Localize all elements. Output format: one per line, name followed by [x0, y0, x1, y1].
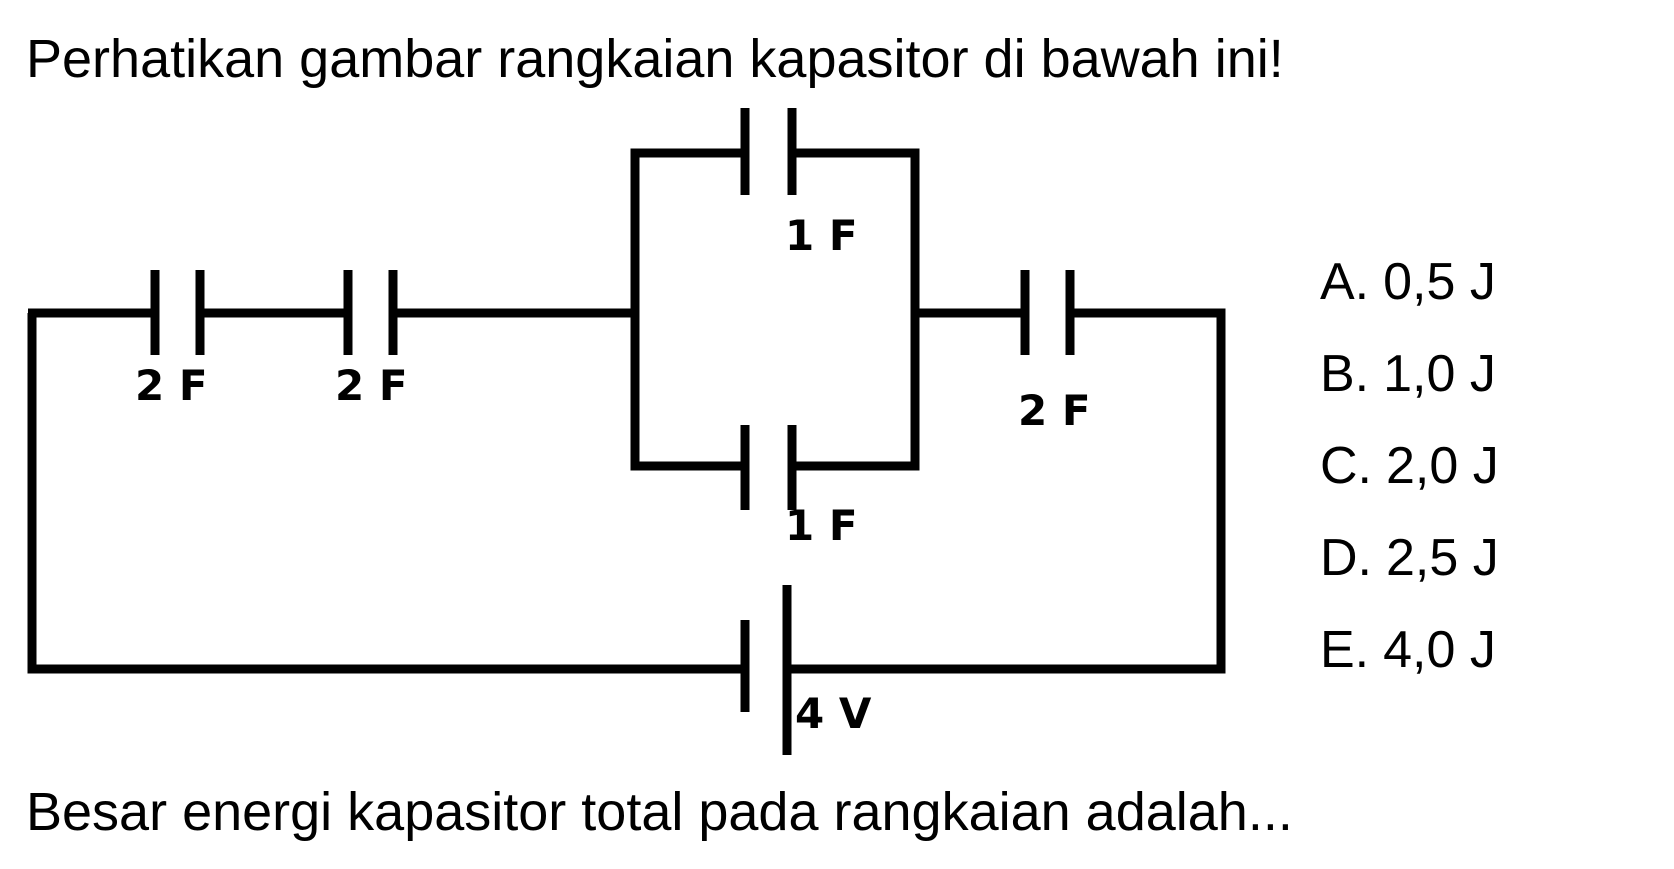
capacitor-c3-label: 1 F — [785, 211, 858, 260]
option-e[interactable]: E.4,0 J — [1320, 604, 1499, 696]
option-text: 0,5 J — [1383, 253, 1496, 311]
capacitor-c1-label: 2 F — [135, 361, 208, 410]
wire-main-top-left — [27, 313, 742, 674]
capacitor-c4-label: 1 F — [785, 501, 858, 550]
capacitor-c2-label: 2 F — [335, 361, 408, 410]
option-letter: E. — [1320, 621, 1370, 679]
capacitor-c3-symbol — [740, 108, 797, 195]
question-intro: Perhatikan gambar rangkaian kapasitor di… — [26, 29, 1284, 89]
capacitor-c5-symbol — [1020, 270, 1075, 355]
option-letter: C. — [1320, 437, 1372, 495]
option-letter: B. — [1320, 345, 1370, 403]
wire-parallel-right — [792, 148, 920, 471]
capacitor-c1-symbol — [150, 270, 205, 355]
capacitor-c4-symbol — [740, 425, 797, 510]
option-text: 1,0 J — [1383, 345, 1496, 403]
option-text: 4,0 J — [1383, 621, 1496, 679]
battery-symbol — [740, 585, 792, 755]
option-text: 2,0 J — [1386, 437, 1499, 495]
option-b[interactable]: B.1,0 J — [1320, 328, 1499, 420]
wire-main-top-right — [790, 308, 1226, 674]
answer-options: A.0,5 J B.1,0 J C.2,0 J D.2,5 J E.4,0 J — [1320, 236, 1499, 696]
option-text: 2,5 J — [1386, 529, 1499, 587]
option-c[interactable]: C.2,0 J — [1320, 420, 1499, 512]
capacitor-c5-label: 2 F — [1018, 386, 1091, 435]
question-prompt: Besar energi kapasitor total pada rangka… — [26, 782, 1293, 842]
wire-parallel-left — [630, 148, 745, 471]
option-letter: D. — [1320, 529, 1372, 587]
option-d[interactable]: D.2,5 J — [1320, 512, 1499, 604]
battery-label: 4 V — [795, 689, 872, 738]
option-letter: A. — [1320, 253, 1370, 311]
capacitor-c2-symbol — [343, 270, 398, 355]
option-a[interactable]: A.0,5 J — [1320, 236, 1499, 328]
